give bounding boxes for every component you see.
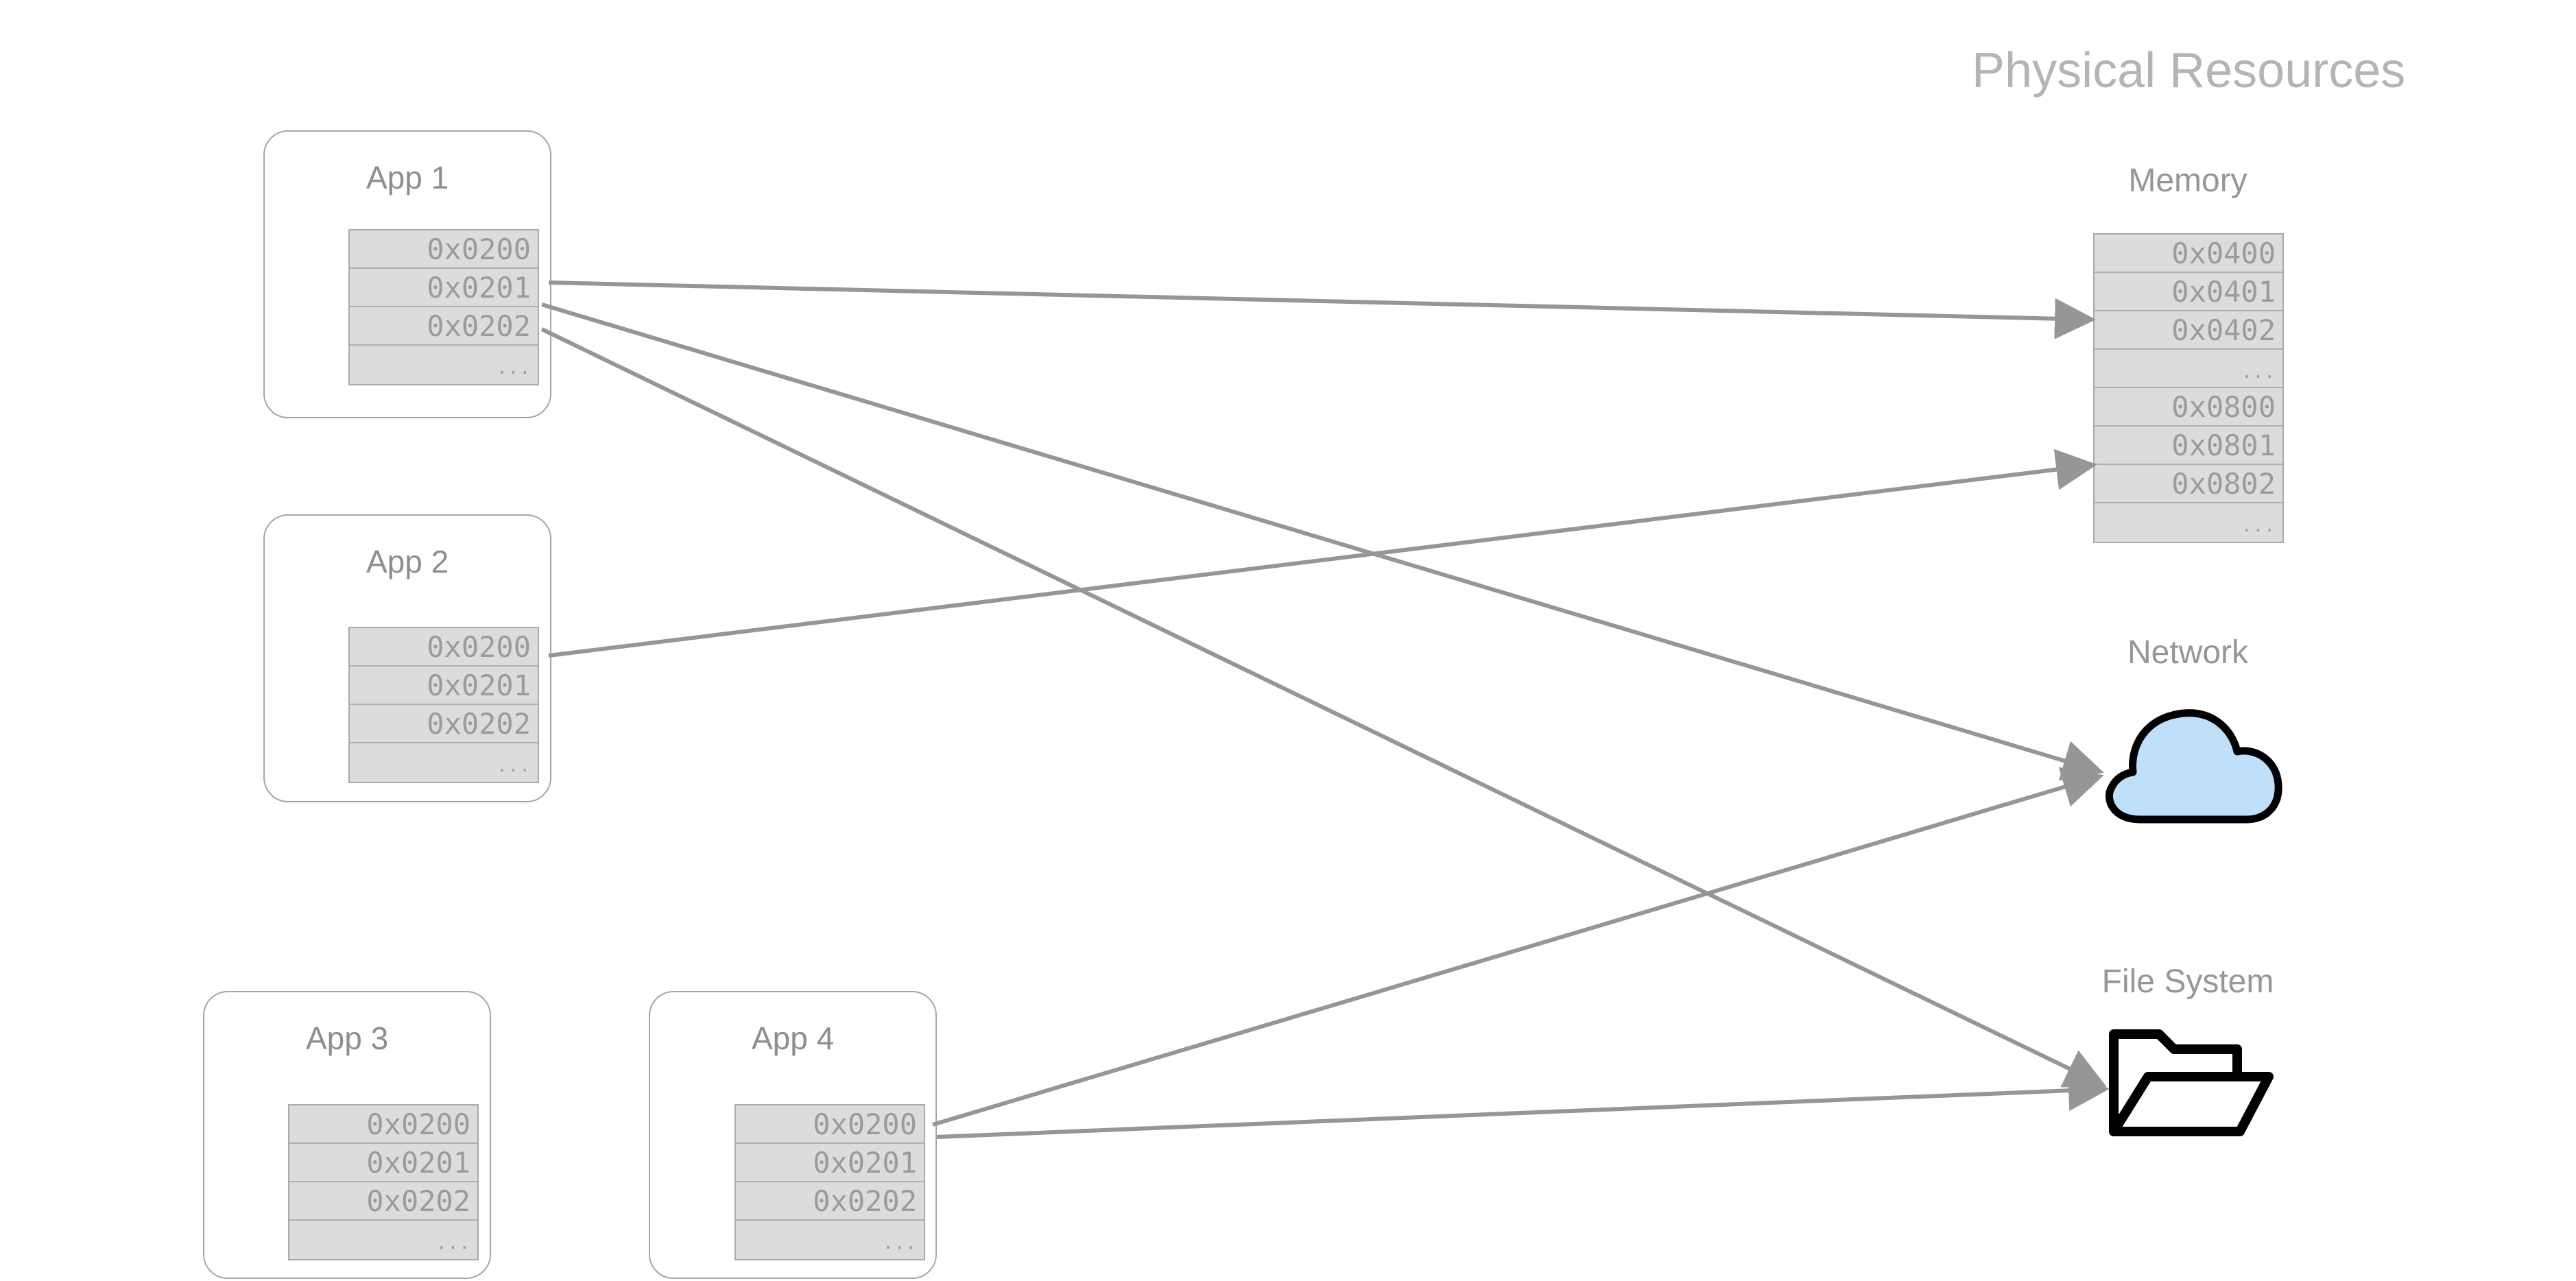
address-cell: 0x0202 (350, 307, 538, 346)
address-cell: 0x0201 (289, 1144, 477, 1182)
app-4-title: App 4 (752, 1020, 835, 1056)
app-4-address-table: 0x0200 0x0201 0x0202 ... (735, 1104, 925, 1260)
app-3-address-table: 0x0200 0x0201 0x0202 ... (288, 1104, 479, 1260)
memory-cell: 0x0400 (2095, 235, 2282, 273)
address-cell: 0x0202 (736, 1182, 924, 1221)
arrow-app4-to-filesystem (936, 1070, 2110, 1139)
app-2-address-table: 0x0200 0x0201 0x0202 ... (348, 627, 539, 783)
address-cell: 0x0202 (289, 1182, 477, 1221)
app-1-title: App 1 (366, 160, 449, 195)
memory-cell: 0x0801 (2095, 427, 2282, 465)
memory-cell-ellipsis: ... (2095, 350, 2282, 388)
address-cell: 0x0201 (350, 269, 538, 307)
address-cell: 0x0201 (736, 1144, 924, 1182)
file-system-label: File System (2101, 963, 2274, 1000)
address-cell-ellipsis: ... (497, 358, 531, 379)
address-cell: 0x0201 (350, 667, 538, 705)
arrow-app1-to-filesystem (540, 327, 2107, 1088)
network-label: Network (2127, 634, 2249, 671)
arrow-app1-to-network (541, 302, 2104, 781)
address-cell-ellipsis: ... (883, 1233, 917, 1254)
address-cell: 0x0202 (350, 705, 538, 743)
app-3-title: App 3 (306, 1020, 389, 1056)
address-cell: 0x0200 (350, 230, 538, 269)
address-cell-ellipsis: ... (497, 756, 531, 776)
address-cell: 0x0200 (736, 1105, 924, 1144)
memory-cell: 0x0401 (2095, 273, 2282, 311)
arrow-app4-to-network (932, 767, 2104, 1127)
arrow-app1-to-memory (548, 280, 2096, 339)
memory-cell: 0x0800 (2095, 388, 2282, 427)
page-title: Physical Resources (1972, 43, 2406, 98)
memory-cell-ellipsis: ... (2241, 516, 2276, 536)
open-folder-icon (2106, 1022, 2284, 1149)
cloud-icon (2099, 693, 2284, 833)
address-cell: 0x0200 (289, 1105, 477, 1144)
memory-label: Memory (2128, 163, 2247, 199)
app-1-address-table: 0x0200 0x0201 0x0202 ... (348, 229, 539, 385)
memory-address-table: 0x0400 0x0401 0x0402 ... 0x0800 0x0801 0… (2093, 233, 2284, 543)
address-cell: 0x0200 (350, 628, 538, 667)
memory-cell: 0x0402 (2095, 311, 2282, 350)
address-cell-ellipsis: ... (436, 1233, 470, 1254)
app-2-title: App 2 (366, 544, 449, 579)
arrow-app2-to-memory (548, 448, 2097, 658)
memory-cell: 0x0802 (2095, 465, 2282, 503)
